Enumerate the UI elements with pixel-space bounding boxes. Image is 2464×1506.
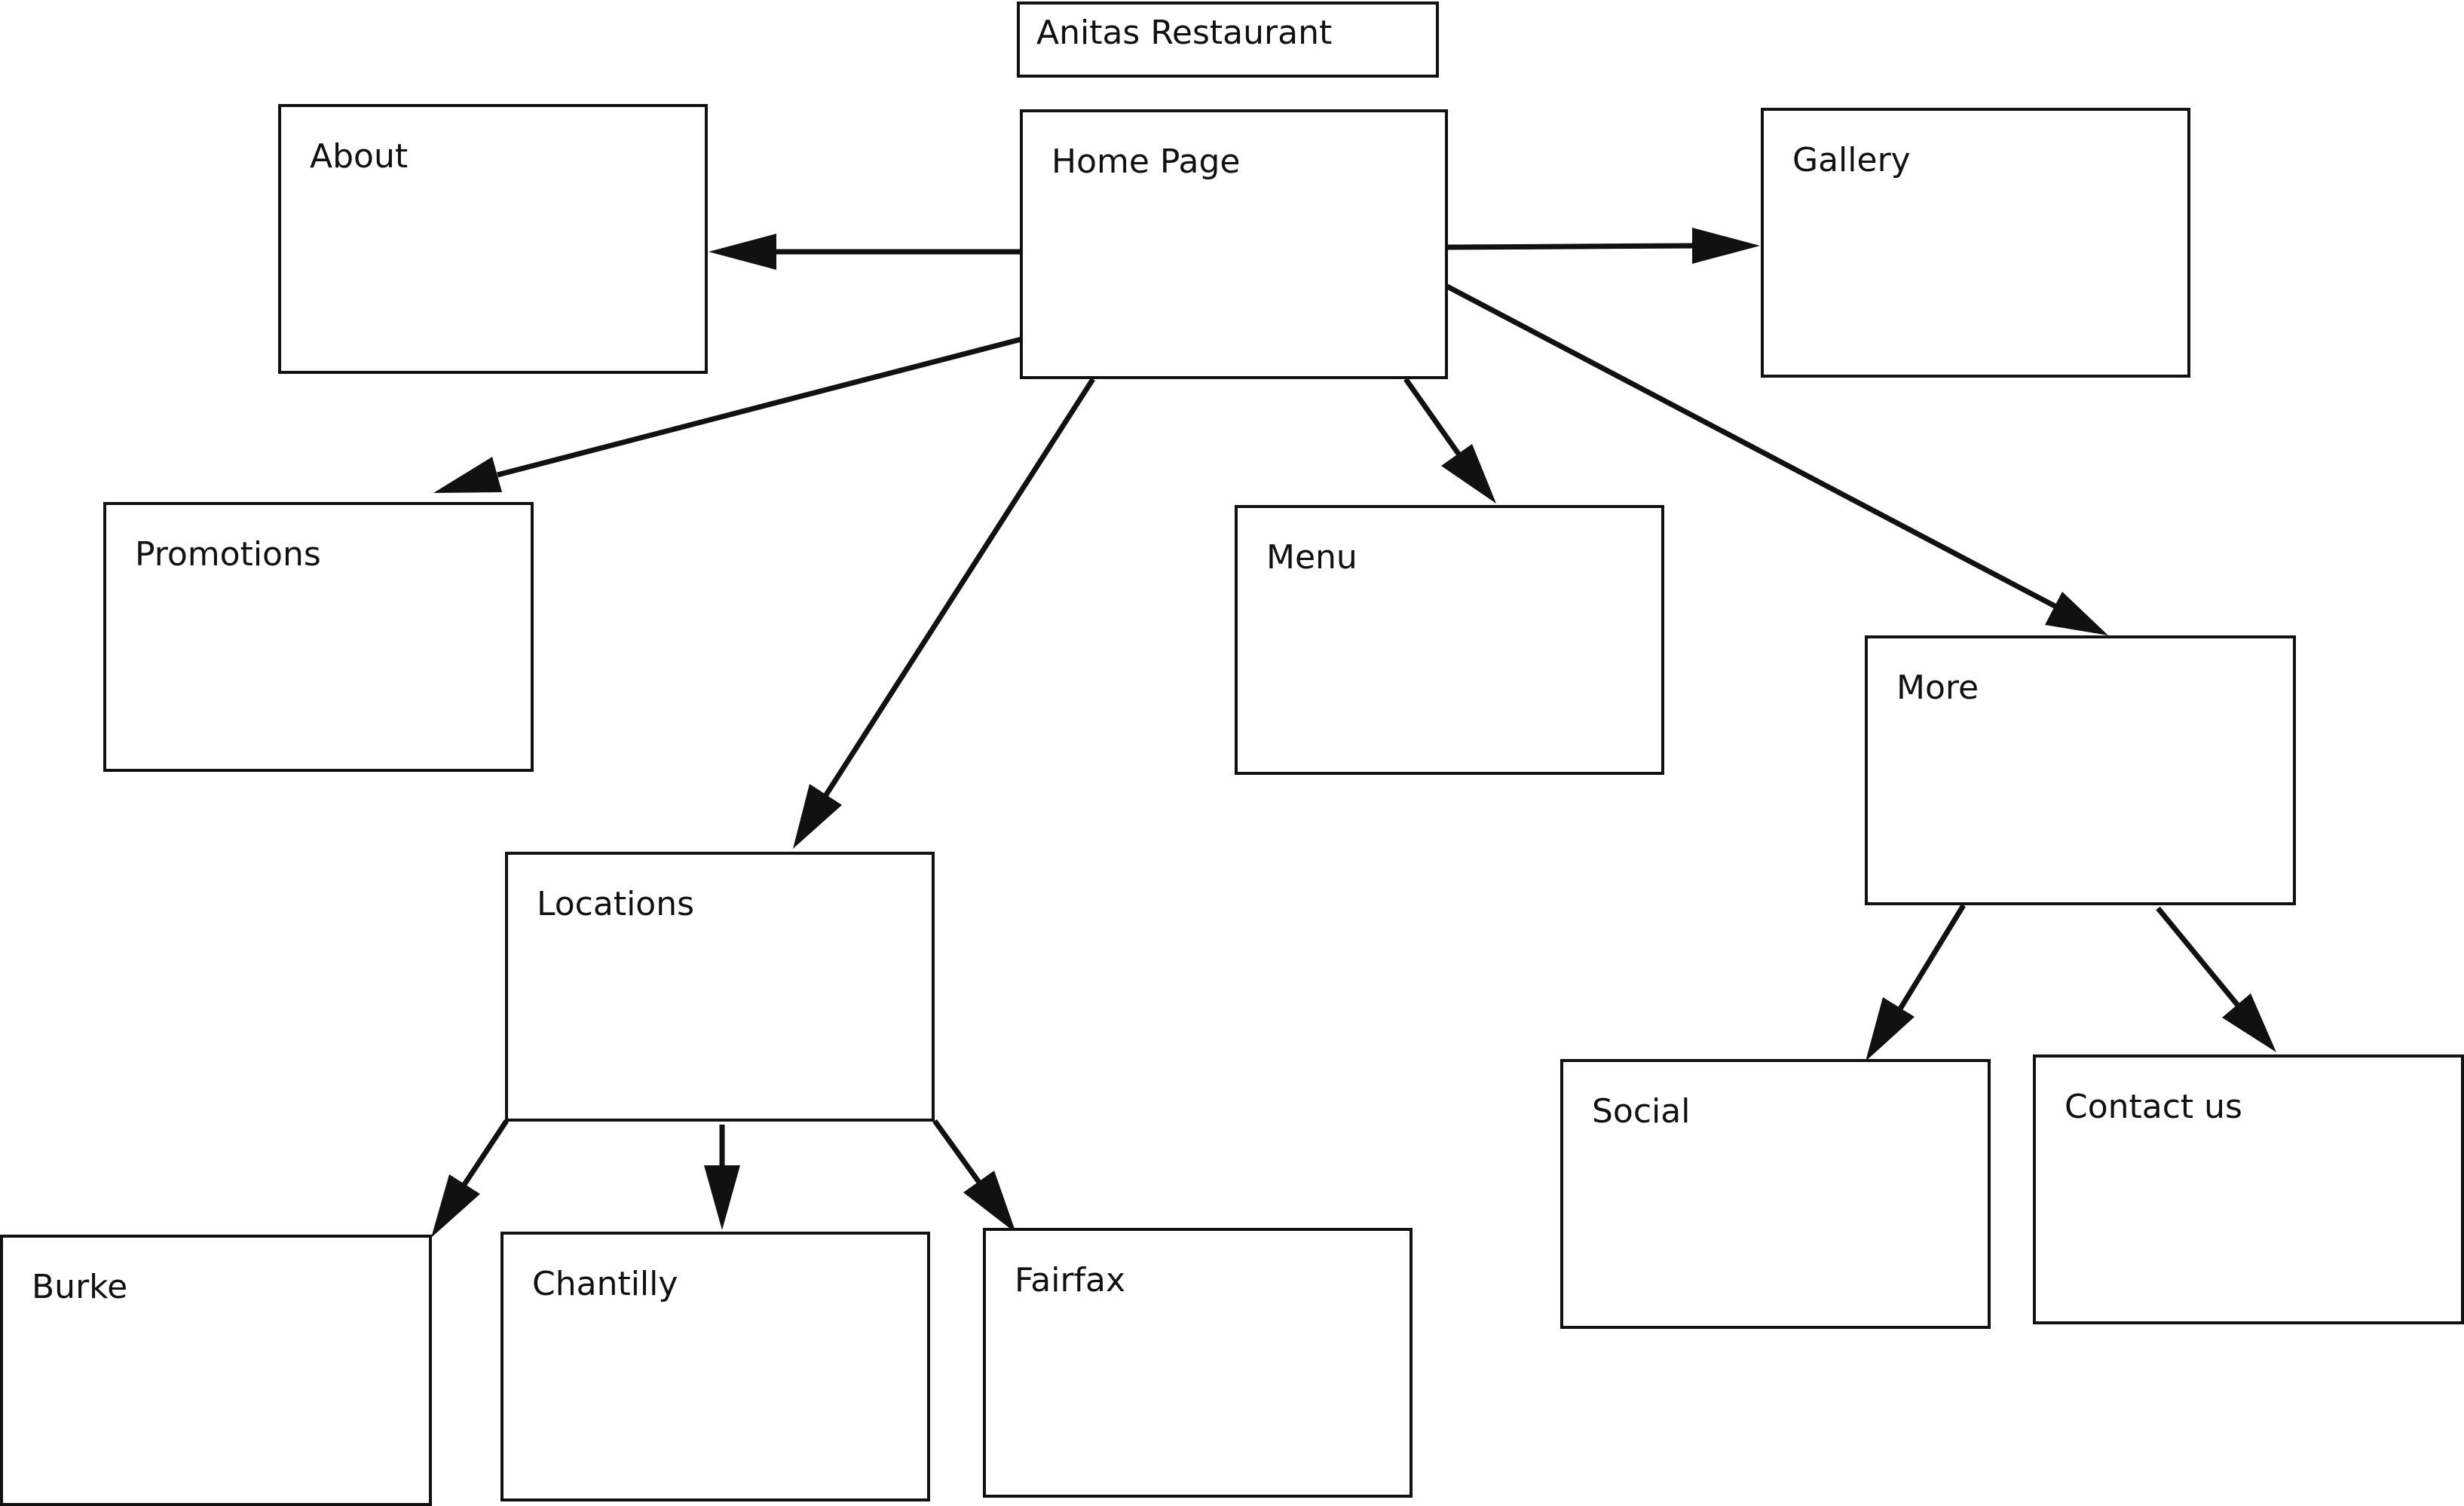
edge-home-about [709,234,1021,270]
edge-more-contact [2156,906,2276,1052]
edge-more-social [1866,904,1966,1061]
node-label-gallery: Gallery [1792,141,1911,179]
node-more: More [1865,635,2296,905]
edge-locations-burke [431,1119,509,1238]
node-home-page: Home Page [1020,109,1448,379]
node-label-promotions: Promotions [135,535,321,574]
node-label-menu: Menu [1266,538,1357,577]
node-contact-us: Contact us [2033,1055,2464,1324]
node-fairfax: Fairfax [983,1228,1413,1498]
node-locations: Locations [505,852,935,1122]
edge-home-menu [1403,377,1496,504]
node-label-home-page: Home Page [1051,142,1241,181]
node-chantilly: Chantilly [500,1232,930,1501]
node-label-chantilly: Chantilly [532,1265,678,1303]
edge-locations-chantilly [704,1125,740,1230]
node-social: Social [1560,1059,1991,1329]
node-label-contact-us: Contact us [2065,1088,2242,1126]
edge-home-more [1446,283,2108,635]
node-about: About [278,104,708,374]
node-label-locations: Locations [537,885,695,923]
node-label-burke: Burke [32,1268,128,1306]
node-label-social: Social [1592,1092,1691,1131]
node-menu: Menu [1235,505,1664,775]
node-promotions: Promotions [103,502,534,772]
edge-home-gallery [1446,228,1760,264]
node-burke: Burke [0,1235,432,1506]
edge-home-locations [793,378,1095,849]
node-label-fairfax: Fairfax [1015,1261,1126,1299]
node-gallery: Gallery [1761,108,2190,378]
diagram-title: Anitas Restaurant [1036,14,1333,52]
edge-home-promotions [433,336,1022,493]
diagram-title-box: Anitas Restaurant [1017,2,1439,78]
node-label-more: More [1896,669,1979,707]
node-label-about: About [310,137,409,176]
edge-locations-fairfax [932,1119,1016,1233]
